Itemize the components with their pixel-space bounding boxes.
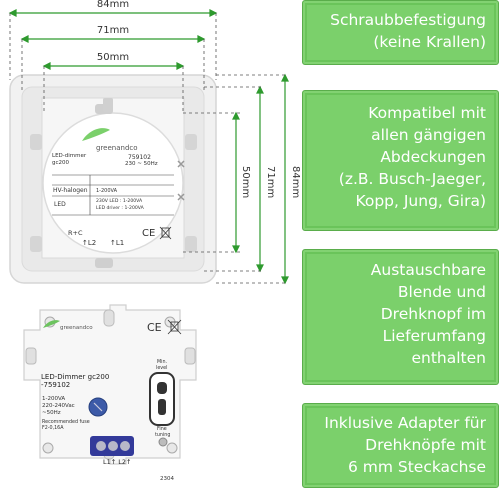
ce-mark-icon: CE <box>142 228 155 239</box>
top-model-line1: LED-dimmer <box>52 153 87 159</box>
dimension-insert-height: 50mm <box>240 166 251 199</box>
callout-compatibility: Kompatibel mit allen gängigen Abdeckunge… <box>302 90 499 231</box>
callout-2-line-2: allen gängigen <box>371 126 486 144</box>
dimmer-insert <box>42 112 184 254</box>
bottom-fuse2: F2-0,16A <box>42 426 64 431</box>
callout-adapter: Inklusive Adapter für Drehknöpfe mit 6 m… <box>302 403 499 488</box>
dimmer-module: CE <box>23 304 197 465</box>
bottom-title-line1: LED-Dimmer gc200 <box>41 373 110 381</box>
top-term-l2: ↑L2 <box>82 239 97 247</box>
top-term-l1: ↑L1 <box>110 239 125 247</box>
callout-2-line-1: Kompatibel mit <box>368 104 486 122</box>
bottom-brand-label: greenandco <box>60 325 93 331</box>
callout-interchangeable: Austauschbare Blende und Drehknopf im Li… <box>302 249 499 385</box>
bottom-min-label1: Min. <box>157 360 168 365</box>
top-brand-label: greenandco <box>96 144 138 152</box>
bottom-min-label2: level <box>156 366 168 371</box>
bottom-fuse1: Recommended fuse <box>42 420 90 425</box>
top-row-led-value1: 230V LED : 1-200VA <box>96 199 143 204</box>
bottom-title-line2: -759102 <box>41 381 71 389</box>
bottom-fine-label1: Fine <box>157 427 167 432</box>
callout-4-line-3: 6 mm Steckachse <box>347 458 486 476</box>
callout-4-line-2: Drehknöpfe mit <box>365 436 486 454</box>
callout-3-line-3: Drehknopf im <box>380 305 486 323</box>
ce-mark-icon: CE <box>147 321 162 334</box>
callout-2-line-3: Abdeckungen <box>380 148 486 166</box>
top-article-no: 759102 <box>128 154 151 161</box>
callout-3-line-2: Blende und <box>397 283 486 301</box>
leaf-logo-icon <box>82 128 110 141</box>
bottom-spec2: 220-240Vac <box>42 403 75 409</box>
leaf-logo-icon <box>43 320 60 328</box>
callout-2-line-5: Kopp, Jung, Gira) <box>355 192 486 210</box>
top-voltage: 230 ~ 50Hz <box>125 161 158 167</box>
dimension-outer-width: 84mm <box>96 0 130 10</box>
top-row-led-label: LED <box>54 201 66 208</box>
bottom-spec3: ~50Hz <box>42 410 61 416</box>
bin-icon <box>159 226 172 240</box>
bottom-terminals-label: L1↑ L2↑ <box>103 458 132 466</box>
dimension-frame-height: 71mm <box>265 166 276 199</box>
dimension-frame-width: 71mm <box>96 25 130 36</box>
dimension-outer-height: 84mm <box>290 166 301 199</box>
top-row-led-value2: LED driver : 1-200VA <box>96 206 144 211</box>
bottom-spec1: 1-200VA <box>42 396 66 402</box>
callout-3-line-5: enthalten <box>411 349 486 367</box>
callout-1-line-1: Schraubbefestigung <box>330 11 486 29</box>
callout-3-line-1: Austauschbare <box>370 261 486 279</box>
callout-3-line-4: Lieferumfang <box>382 327 486 345</box>
dimension-insert-width: 50mm <box>96 52 130 63</box>
top-model-line2: gc200 <box>52 160 70 166</box>
top-row-hv-label: HV-halogen <box>53 187 88 194</box>
screw-tab-bottom <box>95 258 113 268</box>
bin-icon <box>167 319 182 335</box>
bottom-fine-label2: tuning <box>155 433 171 438</box>
top-row-hv-value: 1-200VA <box>96 188 118 194</box>
callout-screw-fixing: Schraubbefestigung (keine Krallen) <box>302 0 499 65</box>
callout-4-line-1: Inklusive Adapter für <box>324 414 486 432</box>
callout-2-line-4: (z.B. Busch-Jaeger, <box>338 170 486 188</box>
bottom-code: 2304 <box>160 476 174 482</box>
callout-1-line-2: (keine Krallen) <box>373 33 486 51</box>
top-term-rc: R+C <box>68 229 83 237</box>
